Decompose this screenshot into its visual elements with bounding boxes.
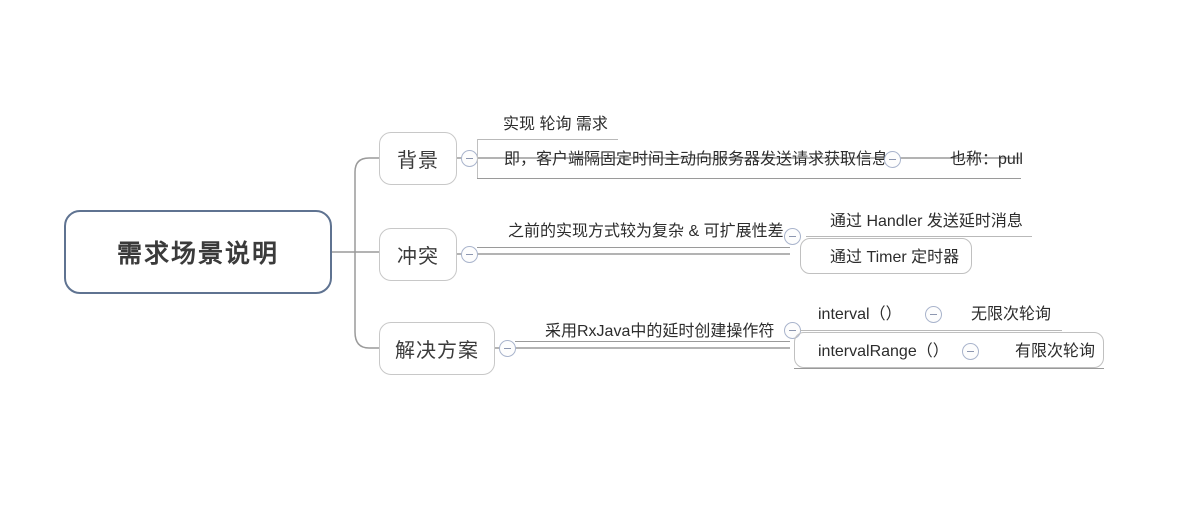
- underline-solution-interval: [800, 330, 1062, 332]
- minus-glyph: [504, 347, 511, 350]
- underline-background-definition: [477, 178, 1021, 180]
- underline-conflict-problem: [477, 247, 790, 249]
- minus-glyph: [930, 313, 937, 316]
- leaf-solution-operator[interactable]: 采用RxJava中的延时创建操作符: [545, 323, 775, 340]
- leaf-interval-range-note[interactable]: 有限次轮询: [1015, 343, 1096, 360]
- leaf-conflict-handler[interactable]: 通过 Handler 发送延时消息: [830, 213, 1023, 230]
- leaf-conflict-problem[interactable]: 之前的实现方式较为复杂 & 可扩展性差: [508, 223, 784, 240]
- minus-glyph: [466, 253, 473, 256]
- collapse-minus-icon-interval-range[interactable]: [962, 343, 979, 360]
- underline-solution-operator: [515, 341, 790, 343]
- underline-conflict-handler: [806, 236, 1032, 238]
- minus-glyph: [466, 157, 473, 160]
- collapse-minus-icon-background-definition[interactable]: [884, 151, 901, 168]
- underline-background-requirement: [477, 139, 618, 141]
- minus-glyph: [789, 235, 796, 238]
- leaf-background-alias[interactable]: 也称：pull: [950, 151, 1023, 168]
- branch-node-solution[interactable]: 解决方案: [379, 322, 495, 375]
- leaf-background-definition[interactable]: 即，客户端隔固定时间主动向服务器发送请求获取信息: [504, 151, 889, 168]
- underline-solution-interval-range: [794, 368, 1104, 370]
- root-node[interactable]: 需求场景说明: [64, 210, 332, 294]
- leaf-conflict-timer[interactable]: 通过 Timer 定时器: [830, 249, 960, 266]
- branch-node-conflict[interactable]: 冲突: [379, 228, 457, 281]
- minus-glyph: [967, 350, 974, 353]
- collapse-minus-icon-interval[interactable]: [925, 306, 942, 323]
- highlight-box-interval-range[interactable]: [794, 332, 1104, 368]
- collapse-minus-icon-background[interactable]: [461, 150, 478, 167]
- branch-node-background[interactable]: 背景: [379, 132, 457, 185]
- branch-label-solution: 解决方案: [395, 340, 479, 362]
- collapse-minus-icon-conflict-problem[interactable]: [784, 228, 801, 245]
- leaf-solution-interval[interactable]: interval（）: [818, 306, 902, 323]
- row-edge-background-definition: [477, 139, 1021, 179]
- leaf-solution-interval-range[interactable]: intervalRange（）: [818, 343, 949, 360]
- root-label: 需求场景说明: [116, 240, 279, 268]
- highlight-box-conflict-timer[interactable]: [800, 238, 972, 274]
- branch-label-conflict: 冲突: [397, 246, 439, 268]
- minus-glyph: [789, 329, 796, 332]
- branch-label-background: 背景: [397, 150, 439, 172]
- collapse-minus-icon-solution[interactable]: [499, 340, 516, 357]
- leaf-background-requirement[interactable]: 实现 轮询 需求: [503, 116, 608, 133]
- minus-glyph: [889, 158, 896, 161]
- leaf-interval-note[interactable]: 无限次轮询: [971, 306, 1052, 323]
- collapse-minus-icon-conflict[interactable]: [461, 246, 478, 263]
